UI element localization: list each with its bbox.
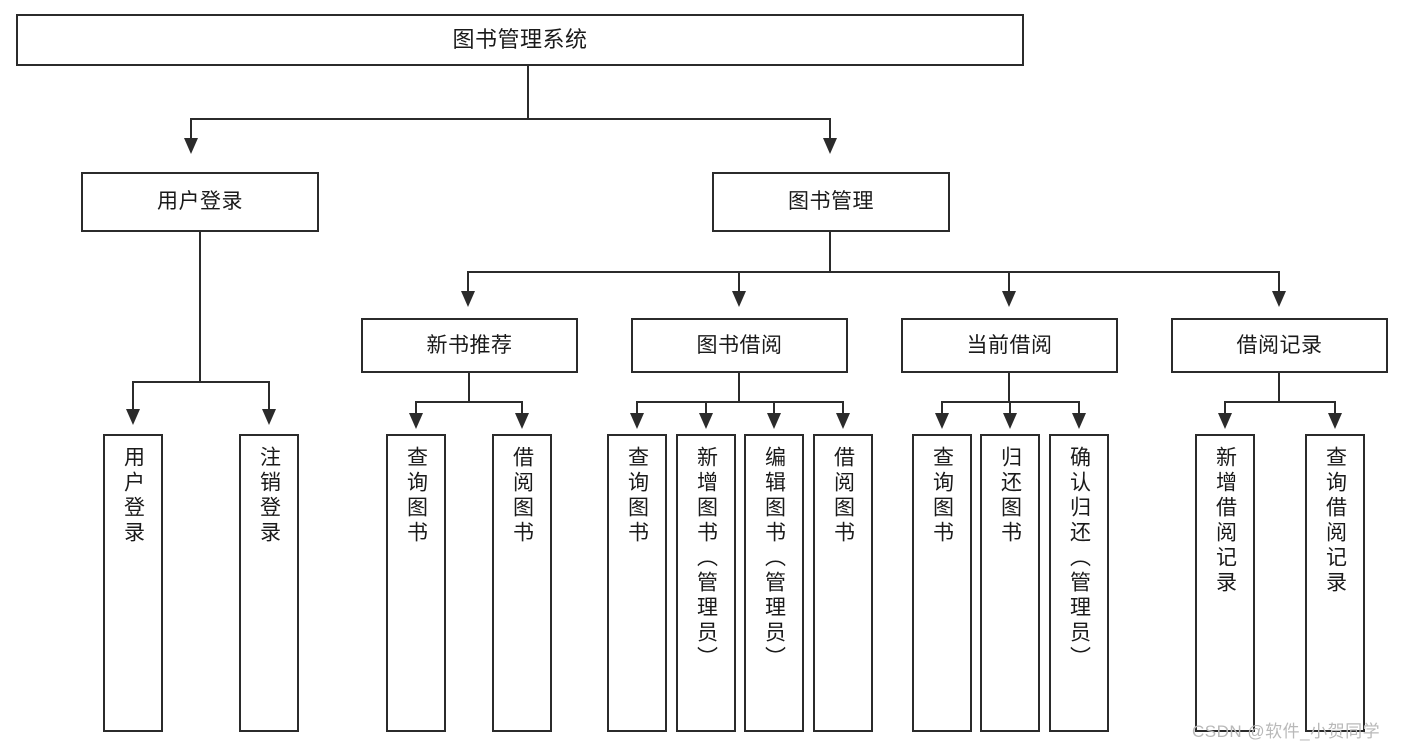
leaf-label: 用户登录 — [121, 446, 145, 546]
connector-root-drop-user-login — [190, 118, 192, 140]
connector-nbr-drop-1 — [415, 401, 417, 415]
leaf-label: 编辑图书（管理员） — [762, 446, 786, 671]
arrow-to-borrow-record — [1272, 291, 1286, 307]
arrow-to-leaf-add-record — [1218, 413, 1232, 429]
node-label: 图书借阅 — [696, 333, 783, 357]
arrow-to-leaf-user-login — [126, 409, 140, 425]
leaf-logout[interactable]: 注销登录 — [239, 434, 299, 732]
node-label: 图书管理系统 — [452, 26, 588, 52]
leaf-query-book-bb[interactable]: 查询图书 — [607, 434, 667, 732]
node-label: 新书推荐 — [426, 333, 513, 357]
leaf-label: 注销登录 — [257, 446, 281, 546]
connector-root-bus — [190, 118, 830, 120]
connector-user-login-drop-1 — [132, 381, 134, 411]
connector-bb-bus — [636, 401, 844, 403]
connector-cb-drop-3 — [1078, 401, 1080, 415]
connector-br-stem — [1278, 373, 1280, 402]
connector-root-drop-book-management — [829, 118, 831, 140]
connector-nbr-stem — [468, 373, 470, 402]
leaf-label: 新增借阅记录 — [1213, 446, 1237, 596]
arrow-to-leaf-return-book — [1003, 413, 1017, 429]
node-label: 用户登录 — [157, 190, 243, 214]
arrow-to-user-login — [184, 138, 198, 154]
node-label: 当前借阅 — [966, 333, 1053, 357]
leaf-label: 新增图书（管理员） — [694, 446, 718, 671]
connector-bm-drop-current — [1008, 271, 1010, 293]
leaf-user-login[interactable]: 用户登录 — [103, 434, 163, 732]
node-user-login[interactable]: 用户登录 — [81, 172, 319, 232]
arrow-to-leaf-query-book-bb — [630, 413, 644, 429]
connector-bm-drop-record — [1278, 271, 1280, 293]
connector-user-login-bus — [132, 381, 269, 383]
arrow-to-book-borrow — [732, 291, 746, 307]
arrow-to-leaf-borrow-book-bb — [836, 413, 850, 429]
arrow-to-current-borrow — [1002, 291, 1016, 307]
connector-cb-stem — [1008, 373, 1010, 402]
connector-bb-drop-2 — [705, 401, 707, 415]
node-label: 图书管理 — [788, 190, 874, 214]
leaf-return-book[interactable]: 归还图书 — [980, 434, 1040, 732]
leaf-label: 查询图书 — [404, 446, 428, 546]
arrow-to-leaf-logout — [262, 409, 276, 425]
node-book-management[interactable]: 图书管理 — [712, 172, 950, 232]
leaf-label: 查询图书 — [930, 446, 954, 546]
arrow-to-leaf-edit-book — [767, 413, 781, 429]
leaf-edit-book[interactable]: 编辑图书（管理员） — [744, 434, 804, 732]
leaf-label: 查询图书 — [625, 446, 649, 546]
connector-nbr-bus — [415, 401, 523, 403]
node-root-book-management-system[interactable]: 图书管理系统 — [16, 14, 1024, 66]
node-label: 借阅记录 — [1236, 333, 1323, 357]
connector-book-management-stem — [829, 232, 831, 272]
node-current-borrow[interactable]: 当前借阅 — [901, 318, 1118, 373]
leaf-query-book-cb[interactable]: 查询图书 — [912, 434, 972, 732]
connector-bb-drop-1 — [636, 401, 638, 415]
leaf-label: 借阅图书 — [831, 446, 855, 546]
arrow-to-leaf-query-book-cb — [935, 413, 949, 429]
node-book-borrow[interactable]: 图书借阅 — [631, 318, 848, 373]
connector-root-stem — [527, 66, 529, 119]
connector-bm-drop-borrow — [738, 271, 740, 293]
connector-cb-drop-2 — [1009, 401, 1011, 415]
arrow-to-book-management — [823, 138, 837, 154]
leaf-query-borrow-record[interactable]: 查询借阅记录 — [1305, 434, 1365, 732]
leaf-label: 查询借阅记录 — [1323, 446, 1347, 596]
arrow-to-leaf-query-record — [1328, 413, 1342, 429]
connector-br-drop-2 — [1334, 401, 1336, 415]
connector-br-drop-1 — [1224, 401, 1226, 415]
connector-cb-drop-1 — [941, 401, 943, 415]
leaf-confirm-return[interactable]: 确认归还（管理员） — [1049, 434, 1109, 732]
connector-book-management-bus — [467, 271, 1279, 273]
arrow-to-leaf-query-book-nbr — [409, 413, 423, 429]
connector-user-login-drop-2 — [268, 381, 270, 411]
arrow-to-leaf-borrow-book-nbr — [515, 413, 529, 429]
leaf-borrow-book-nbr[interactable]: 借阅图书 — [492, 434, 552, 732]
connector-bb-drop-4 — [842, 401, 844, 415]
connector-br-bus — [1224, 401, 1336, 403]
watermark-csdn: CSDN @软件_小贺同学 — [1192, 722, 1381, 741]
connector-user-login-stem — [199, 232, 201, 382]
arrow-to-new-book-recommend — [461, 291, 475, 307]
leaf-label: 借阅图书 — [510, 446, 534, 546]
connector-bm-drop-new-book — [467, 271, 469, 293]
connector-bb-drop-3 — [773, 401, 775, 415]
connector-nbr-drop-2 — [521, 401, 523, 415]
leaf-query-book-nbr[interactable]: 查询图书 — [386, 434, 446, 732]
connector-bb-stem — [738, 373, 740, 402]
arrow-to-leaf-add-book — [699, 413, 713, 429]
leaf-borrow-book-bb[interactable]: 借阅图书 — [813, 434, 873, 732]
leaf-label: 归还图书 — [998, 446, 1022, 546]
arrow-to-leaf-confirm-return — [1072, 413, 1086, 429]
node-new-book-recommend[interactable]: 新书推荐 — [361, 318, 578, 373]
leaf-add-book[interactable]: 新增图书（管理员） — [676, 434, 736, 732]
leaf-label: 确认归还（管理员） — [1067, 446, 1091, 671]
node-borrow-record[interactable]: 借阅记录 — [1171, 318, 1388, 373]
leaf-add-borrow-record[interactable]: 新增借阅记录 — [1195, 434, 1255, 732]
